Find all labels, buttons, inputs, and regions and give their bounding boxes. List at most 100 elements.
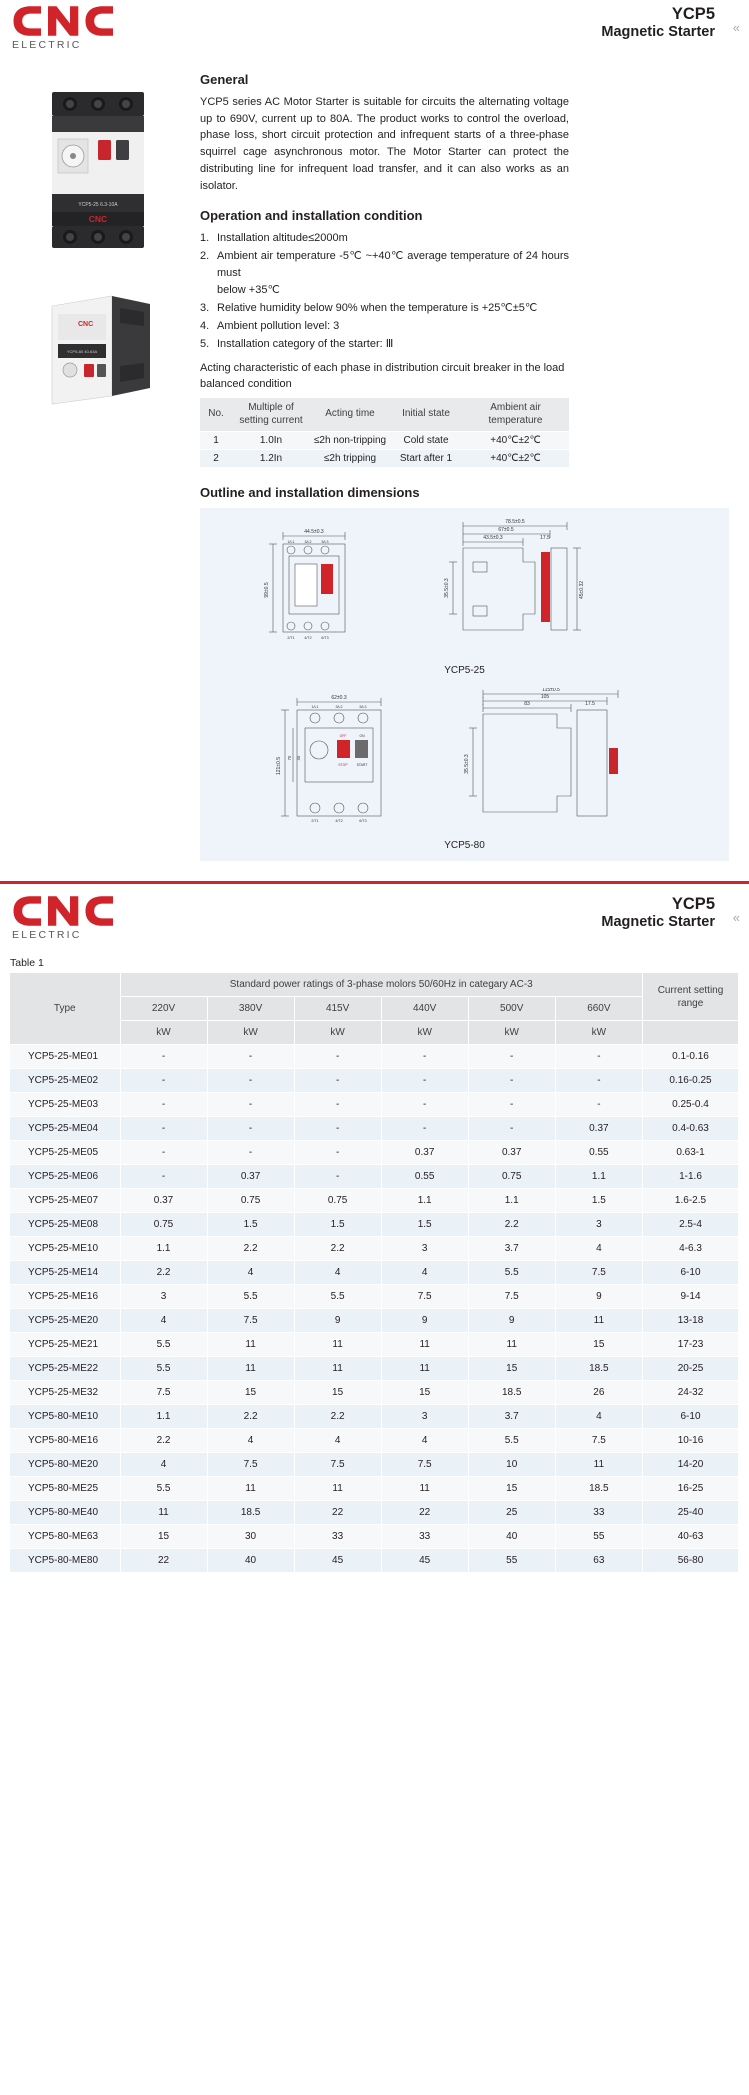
- product-subtitle: Magnetic Starter: [601, 24, 715, 41]
- cell-power-415V: -: [294, 1164, 382, 1190]
- cell-type: YCP5-80-ME20: [10, 1452, 121, 1478]
- cell-power-440V: 45: [381, 1548, 469, 1574]
- cell-power-380V: -: [207, 1044, 295, 1070]
- col-415v: 415V: [294, 996, 382, 1022]
- cell-power-660V: 11: [555, 1452, 644, 1478]
- cell-power-660V: -: [555, 1092, 644, 1118]
- unit-415v: kW: [294, 1020, 382, 1046]
- cell-current-range: 24-32: [642, 1380, 739, 1406]
- cell-type: YCP5-25-ME10: [10, 1236, 121, 1262]
- dim-b-w1: 62±0.3: [331, 695, 346, 701]
- svg-text:4/T2: 4/T2: [335, 819, 342, 823]
- cell-power-220V: 4: [120, 1308, 208, 1334]
- cell-type: YCP5-25-ME02: [10, 1068, 121, 1094]
- cell-power-440V: 0.37: [381, 1140, 469, 1166]
- dim-b-h1: 121±0.5: [276, 757, 282, 775]
- cell-current-range: 10-16: [642, 1428, 739, 1454]
- dim-h1: 99±0.5: [264, 582, 270, 597]
- cell-power-500V: 1.1: [468, 1188, 556, 1214]
- cell-power-500V: 15: [468, 1356, 556, 1382]
- product-title-2: YCP5: [671, 895, 715, 914]
- product-subtitle-2: Magnetic Starter: [601, 914, 715, 931]
- cell-power-220V: -: [120, 1140, 208, 1166]
- cell-current-range: 4-6.3: [642, 1236, 739, 1262]
- cell-power-500V: 0.75: [468, 1164, 556, 1190]
- cell-power-220V: 2.2: [120, 1428, 208, 1454]
- cell-power-440V: -: [381, 1092, 469, 1118]
- cell-power-380V: 11: [207, 1332, 295, 1358]
- cell-power-500V: 40: [468, 1524, 556, 1550]
- cell-power-220V: 5.5: [120, 1476, 208, 1502]
- unit-660v: kW: [555, 1020, 644, 1046]
- brand-logo: ELECTRIC: [10, 4, 128, 51]
- cell-power-415V: -: [294, 1116, 382, 1142]
- col-500v: 500V: [468, 996, 556, 1022]
- list-item-continuation: below +35℃: [200, 282, 569, 299]
- cell-type: YCP5-80-ME63: [10, 1524, 121, 1550]
- list-item: 4. Ambient pollution level: 3: [200, 318, 569, 335]
- cell-power-660V: 15: [555, 1332, 644, 1358]
- dim-b-h2: 70: [287, 755, 292, 760]
- cell-power-380V: -: [207, 1092, 295, 1118]
- cell-type: YCP5-25-ME05: [10, 1140, 121, 1166]
- cell-power-500V: 3.7: [468, 1404, 556, 1430]
- cell-multiple: 1.2In: [232, 449, 310, 469]
- list-number: 1.: [200, 232, 210, 245]
- cell-power-500V: 9: [468, 1308, 556, 1334]
- cell-type: YCP5-25-ME03: [10, 1092, 121, 1118]
- cell-power-440V: 1.1: [381, 1188, 469, 1214]
- cell-power-415V: -: [294, 1068, 382, 1094]
- cell-power-220V: 3: [120, 1284, 208, 1310]
- cell-current-range: 40-63: [642, 1524, 739, 1550]
- cell-power-660V: 4: [555, 1404, 644, 1430]
- cell-power-380V: 18.5: [207, 1500, 295, 1526]
- cell-power-380V: 15: [207, 1380, 295, 1406]
- cell-power-220V: 7.5: [120, 1380, 208, 1406]
- cell-ambient-temp: +40℃±2℃: [462, 431, 569, 451]
- list-number: 5.: [200, 337, 210, 350]
- svg-text:6/T3: 6/T3: [359, 819, 366, 823]
- list-number: 3.: [200, 302, 210, 315]
- cell-power-415V: 4: [294, 1260, 382, 1286]
- list-text: Ambient air temperature -5℃ ~+40℃ averag…: [217, 250, 569, 279]
- cell-current-range: 9-14: [642, 1284, 739, 1310]
- cell-power-440V: 1.5: [381, 1212, 469, 1238]
- list-number: 4.: [200, 319, 210, 332]
- cell-power-440V: 4: [381, 1428, 469, 1454]
- cell-power-500V: 5.5: [468, 1260, 556, 1286]
- cell-power-415V: 11: [294, 1332, 382, 1358]
- operation-conditions-list: 1. Installation altitude≤2000m 2. Ambien…: [200, 230, 569, 352]
- cell-power-415V: 33: [294, 1524, 382, 1550]
- cell-power-380V: 11: [207, 1356, 295, 1382]
- cell-power-220V: -: [120, 1164, 208, 1190]
- cell-power-440V: -: [381, 1068, 469, 1094]
- cell-power-220V: 0.75: [120, 1212, 208, 1238]
- cnc-logo-icon: [13, 896, 113, 927]
- cell-type: YCP5-25-ME08: [10, 1212, 121, 1238]
- cell-current-range: 16-25: [642, 1476, 739, 1502]
- brand-tagline-2: ELECTRIC: [12, 929, 82, 942]
- cell-power-220V: 4: [120, 1452, 208, 1478]
- col-660v: 660V: [555, 996, 644, 1022]
- cell-type: YCP5-25-ME06: [10, 1164, 121, 1190]
- cell-type: YCP5-25-ME22: [10, 1356, 121, 1382]
- cell-power-415V: -: [294, 1044, 382, 1070]
- ycp5-80-drawing: 62±0.3 115±0.5 105 83 17.5 121±0.5 70 45…: [276, 688, 618, 823]
- cell-power-220V: -: [120, 1044, 208, 1070]
- cell-power-500V: 0.37: [468, 1140, 556, 1166]
- cell-power-415V: 9: [294, 1308, 382, 1334]
- cell-power-220V: 1.1: [120, 1236, 208, 1262]
- cell-power-660V: 0.55: [555, 1140, 644, 1166]
- svg-text:3/L2: 3/L2: [335, 705, 342, 709]
- cell-power-220V: 22: [120, 1548, 208, 1574]
- list-number: 2.: [200, 250, 210, 263]
- ycp5-side-image: CNC YCP5-80 40-63A: [51, 295, 150, 405]
- dimensions-canvas: 44.5±0.3 78.5±0.5 67±0.5 43.5±0.3 17.5 9…: [200, 508, 729, 862]
- cell-current-range: 0.1-0.16: [642, 1044, 739, 1070]
- table-row: 1 1.0In ≤2h non-tripping Cold state +40℃…: [200, 431, 569, 451]
